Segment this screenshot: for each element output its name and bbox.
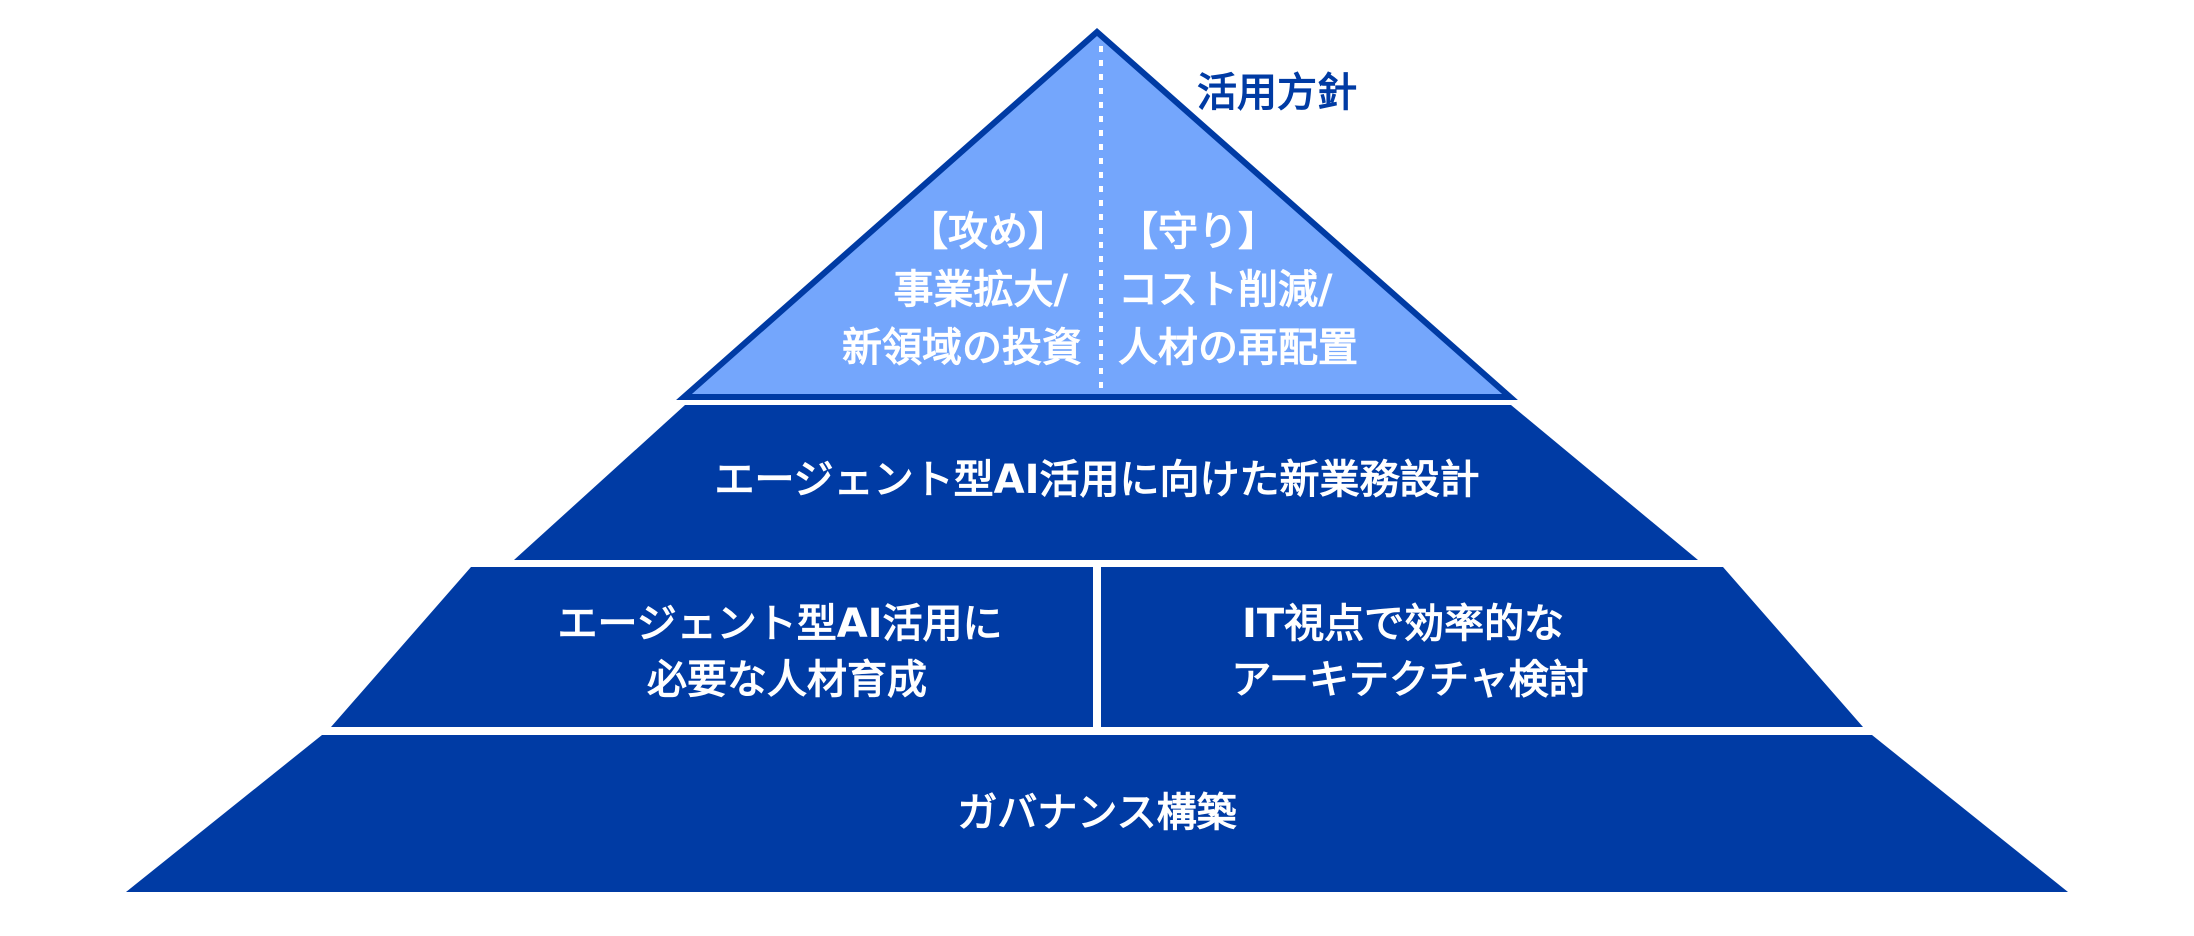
architecture-line-1: IT視点で効率的な: [1242, 601, 1564, 647]
offense-line-2: 事業拡大/: [893, 267, 1068, 313]
defense-line-3: 人材の再配置: [1118, 325, 1358, 371]
apex-defense-text: 【守り】 コスト削減/ 人材の再配置: [1118, 209, 1358, 371]
tier-architecture-review-label: IT視点で効率的な アーキテクチャ検討: [1231, 601, 1588, 703]
architecture-line-2: アーキテクチャ検討: [1231, 657, 1588, 703]
tier-architecture-review: [1101, 567, 1863, 727]
talent-line-2: 必要な人材育成: [647, 657, 927, 703]
tier-business-design: [514, 405, 1698, 560]
defense-line-2: コスト削減/: [1118, 267, 1333, 313]
offense-line-3: 新領域の投資: [842, 325, 1082, 371]
apex-utilization-policy: [676, 27, 1518, 400]
offense-line-1: 【攻め】: [908, 209, 1068, 255]
tier-talent-development: [331, 567, 1093, 727]
apex-offense-text: 【攻め】 事業拡大/ 新領域の投資: [842, 209, 1082, 371]
tier-governance: [126, 735, 2068, 892]
apex-heading: 活用方針: [1197, 70, 1357, 116]
defense-line-1: 【守り】: [1118, 209, 1278, 255]
tier-business-design-label: エージェント型AI活用に向けた新業務設計: [714, 457, 1479, 503]
tier-talent-development-label: エージェント型AI活用に 必要な人材育成: [558, 601, 1017, 703]
talent-line-1: エージェント型AI活用に: [558, 601, 1003, 647]
tier-governance-label: ガバナンス構築: [957, 790, 1237, 836]
